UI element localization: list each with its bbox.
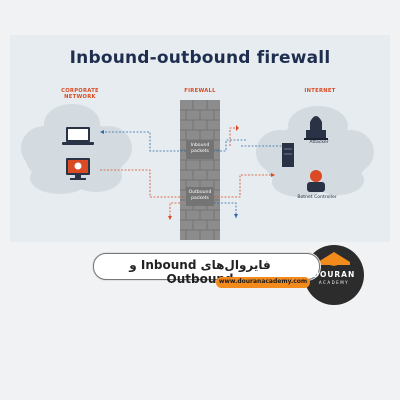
infected-computer-icon: [66, 158, 90, 180]
inbound-blocked-line: [229, 127, 236, 146]
diagram-title: Inbound-outbound firewall: [69, 48, 331, 68]
botnet-controller-label: Botnet Controller: [297, 195, 337, 200]
corporate-cloud: [21, 104, 132, 194]
inbound-attacker-line: [214, 139, 246, 152]
logo-name: DOURAN: [312, 270, 356, 279]
firewall-wall: [180, 100, 220, 240]
arrow-head: [271, 173, 275, 177]
firewall-label: FIREWALL: [184, 88, 216, 94]
arrow-head: [168, 216, 172, 220]
inbound-packets-label: Inbound packets: [190, 143, 210, 154]
corporate-network-label: CORPORATE NETWORK: [61, 88, 99, 100]
outbound-to-botnet-line: [214, 174, 275, 198]
website-url[interactable]: www.douranacademy.com: [218, 278, 308, 285]
title-banner: [93, 253, 320, 280]
outbound-packet-box: [186, 187, 214, 206]
banner-title: فایروال‌های Inbound و Outbound: [129, 258, 271, 286]
internet-label: INTERNET: [304, 88, 336, 94]
laptop-icon: [62, 127, 94, 145]
server-icon: [282, 143, 294, 167]
attacker-icon: [304, 116, 328, 140]
outbound-from-pc-line: [100, 169, 186, 198]
arrow-head: [236, 125, 239, 131]
inbound-packet-box: [186, 140, 214, 159]
arrow-heads: [100, 125, 275, 220]
arrow-head: [234, 214, 238, 218]
website-pill[interactable]: [216, 277, 310, 288]
arrow-head: [100, 130, 104, 134]
attacker-label: Attacker: [309, 140, 329, 145]
outbound-blocked-line: [169, 202, 180, 220]
inbound-to-laptop-line: [100, 131, 186, 152]
connectors: [100, 127, 285, 220]
logo-subtitle: ACADEMY: [318, 280, 350, 285]
outbound-packets-label: Outbound packets: [188, 190, 212, 201]
outbound-return-line: [214, 202, 237, 218]
botnet-controller-icon: [307, 170, 325, 192]
